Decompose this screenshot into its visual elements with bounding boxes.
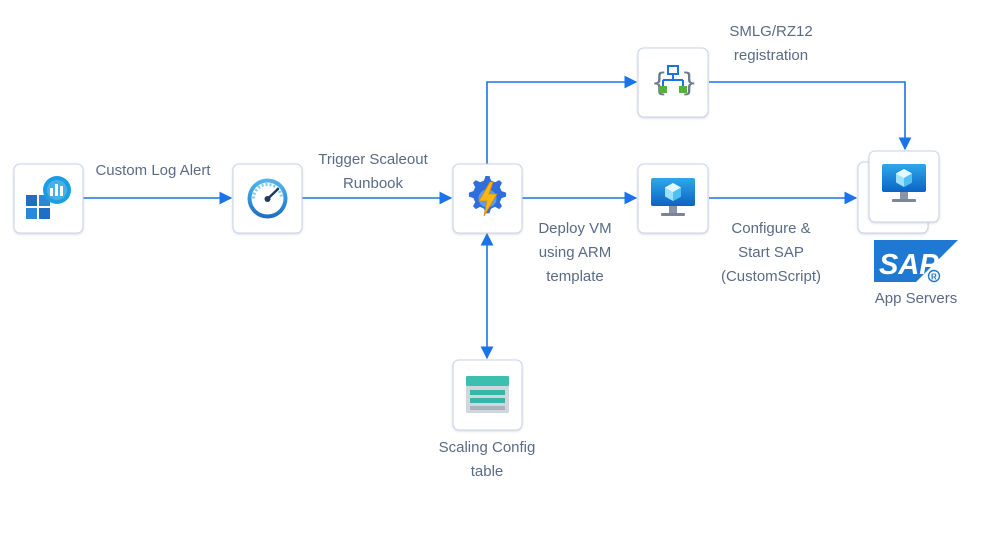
logic-app-tile: { }: [637, 47, 709, 118]
app-servers-label: App Servers: [874, 290, 958, 307]
sap-logo-text: SAP: [879, 249, 939, 281]
svg-text:{: {: [651, 68, 668, 98]
automation-tile: [452, 163, 523, 234]
log-analytics-tile: [13, 163, 84, 234]
configure-start-sap-label: Configure & Start SAP (CustomScript): [720, 220, 821, 285]
virtual-machine-icon: [651, 178, 695, 216]
arrow-logicapp-to-appservers: [709, 81, 912, 151]
trigger-scaleout-label: Trigger Scaleout Runbook: [318, 151, 428, 192]
custom-log-alert-label: Custom Log Alert: [95, 162, 211, 179]
automation-runbook-icon: [468, 176, 507, 217]
arrow-automation-to-logicapp: [486, 75, 638, 164]
new-vm-tile: [637, 163, 709, 234]
connectors: [83, 75, 912, 360]
virtual-machine-stack-icon: [882, 164, 926, 202]
logic-app-icon: { }: [651, 65, 698, 98]
log-analytics-icon: [26, 176, 71, 219]
storage-table-icon: [466, 376, 509, 413]
monitor-tile: [232, 163, 303, 234]
scaling-config-table-label: Scaling Config table: [438, 439, 536, 480]
smlg-registration-label: SMLG/RZ12 registration: [729, 23, 813, 64]
storage-table-tile: [452, 359, 523, 431]
svg-text:R: R: [931, 273, 937, 282]
app-servers-tile-stack: [857, 150, 940, 234]
sap-logo: SAP R: [874, 240, 958, 283]
monitor-gauge-icon: [247, 178, 288, 219]
deploy-vm-label: Deploy VM using ARM template: [538, 220, 612, 285]
